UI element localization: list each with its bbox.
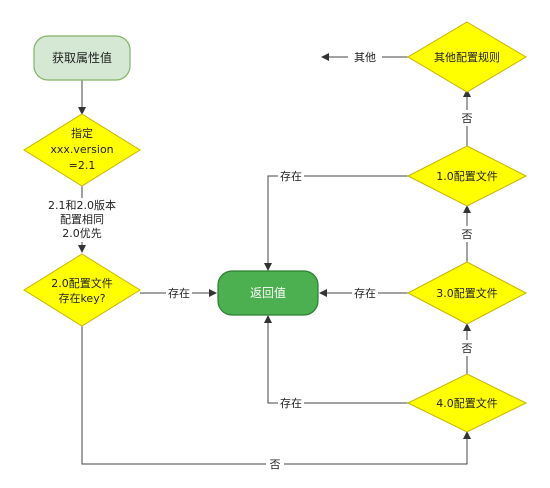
- other-exit-label: 其他: [354, 51, 376, 64]
- other-rules-label: 其他配置规则: [434, 50, 500, 64]
- check-20-line1: 2.0配置文件: [51, 276, 113, 290]
- config40-no-label: 否: [462, 342, 473, 355]
- config10-exists-label: 存在: [280, 169, 302, 183]
- edge-config10-to-return: [264, 175, 408, 271]
- config-30-label: 3.0配置文件: [436, 286, 498, 300]
- config10-no-bg: [458, 110, 476, 126]
- config30-exists-label: 存在: [354, 286, 376, 300]
- check-version-diamond: [23, 113, 141, 187]
- version-note-bg: [30, 198, 134, 242]
- edge-check20-to-config40: [81, 326, 471, 465]
- check20-no-label: 否: [270, 458, 281, 471]
- config40-no-bg: [458, 340, 476, 356]
- edge-config40-to-return: [264, 315, 408, 404]
- start-node: [33, 35, 131, 81]
- check-version-line2: xxx.version: [50, 143, 113, 156]
- check20-exists-bg: [166, 285, 192, 301]
- config30-no-bg: [458, 226, 476, 242]
- config10-no-label: 否: [462, 112, 473, 125]
- config30-exists-bg: [352, 285, 378, 301]
- check20-exists-label: 存在: [168, 286, 190, 300]
- check20-no-bg: [266, 456, 284, 472]
- config-10-diamond: [406, 145, 528, 207]
- check-version-line1: 指定: [71, 126, 93, 140]
- version-note-line1: 2.1和2.0版本: [48, 198, 116, 212]
- return-value-node: [217, 270, 319, 316]
- check-20-diamond: [23, 253, 141, 327]
- config10-exists-bg: [278, 168, 304, 184]
- other-exit-bg: [348, 49, 382, 65]
- config-30-diamond: [406, 261, 528, 325]
- return-value-label: 返回值: [250, 285, 286, 300]
- config40-exists-bg: [278, 395, 304, 411]
- start-node-label: 获取属性值: [52, 50, 112, 65]
- check-20-line2: 存在key?: [58, 291, 105, 305]
- config-10-label: 1.0配置文件: [436, 169, 498, 183]
- version-note-line3: 2.0优先: [62, 227, 102, 240]
- config30-no-label: 否: [462, 228, 473, 241]
- config40-exists-label: 存在: [280, 396, 302, 410]
- check-version-line3: =2.1: [69, 159, 96, 172]
- other-rules-diamond: [407, 21, 527, 93]
- config-40-label: 4.0配置文件: [436, 396, 498, 410]
- version-note-line2: 配置相同: [60, 213, 104, 226]
- config-40-diamond: [406, 373, 528, 433]
